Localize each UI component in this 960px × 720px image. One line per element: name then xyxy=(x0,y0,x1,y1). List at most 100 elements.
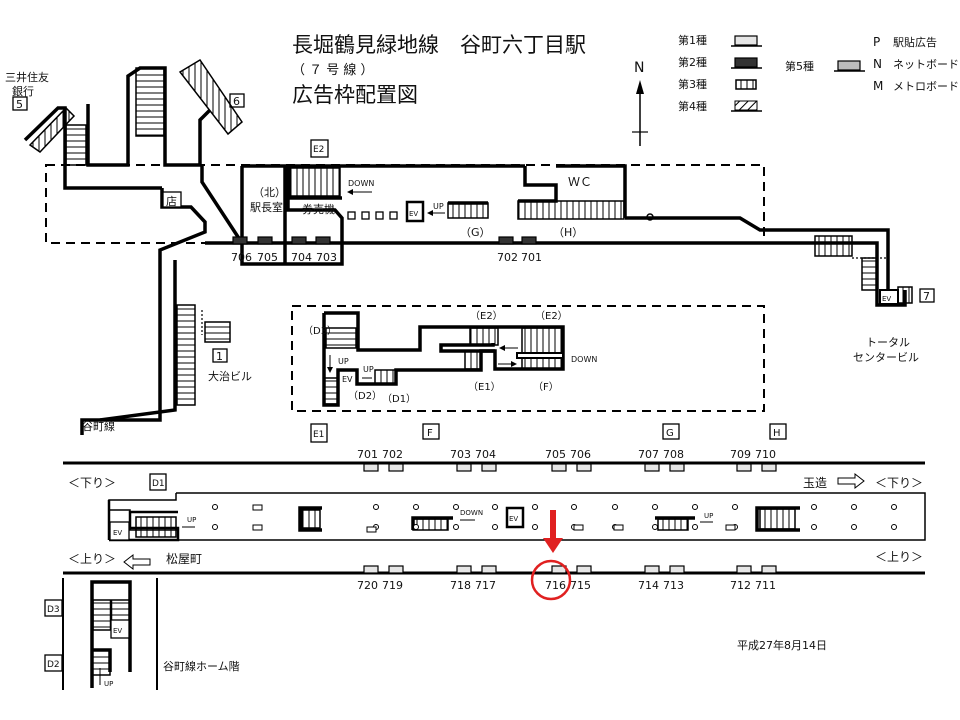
platform-elevator[interactable] xyxy=(109,521,130,541)
ad-705[interactable] xyxy=(257,236,273,245)
lower-up-label: UP xyxy=(104,680,113,688)
legend-code-m: M xyxy=(873,79,883,93)
exit-d2-box[interactable] xyxy=(44,654,63,672)
pillar xyxy=(732,504,738,510)
exit-e1-label: E1 xyxy=(313,430,324,440)
ad-label: 705 xyxy=(257,251,278,264)
ad-711[interactable] xyxy=(761,565,777,574)
exit-g-box[interactable] xyxy=(662,423,680,440)
board-marker xyxy=(252,524,263,531)
ad-715[interactable] xyxy=(576,565,592,574)
up-label-2: UP xyxy=(704,512,713,520)
ad-704[interactable] xyxy=(481,463,497,472)
exit-e2[interactable]: E2 xyxy=(310,139,329,158)
ad-label: 706 xyxy=(570,448,591,461)
e2-label: （E2） xyxy=(470,310,503,322)
exit-1-stairs xyxy=(176,304,196,406)
ad-701[interactable] xyxy=(363,463,379,472)
platform-elevator-2[interactable] xyxy=(505,506,525,529)
ad-701[interactable] xyxy=(521,236,537,245)
platform-pillars xyxy=(212,504,897,533)
board-marker xyxy=(725,524,736,531)
ad-label: 703 xyxy=(316,251,337,264)
exit-7[interactable]: 7 トータル センタービル xyxy=(853,288,935,364)
transfer-dashed-area xyxy=(291,305,765,412)
map-title: 長堀鶴見緑地線 谷町六丁目駅 xyxy=(292,33,586,57)
ad-702[interactable] xyxy=(388,463,404,472)
exit-1-box xyxy=(212,348,228,363)
compass-label: N xyxy=(634,60,644,76)
concourse-stairs-down xyxy=(289,167,341,197)
tamatsukuri-label: 玉造 xyxy=(803,476,827,490)
pillar xyxy=(532,504,538,510)
exit-h-box[interactable] xyxy=(769,423,787,440)
up-label: UP xyxy=(338,357,349,366)
exit-1-number: 1 xyxy=(216,350,223,363)
platform-labels: ＜下り＞ D1 玉造 ＜下り＞ ＜上り＞ 松屋町 ＜上り＞ xyxy=(68,472,923,571)
pillar xyxy=(453,524,459,530)
legend-label-p: 駅貼広告 xyxy=(893,35,937,49)
ad-label: 711 xyxy=(755,579,776,592)
exit-d1-box[interactable] xyxy=(149,473,167,491)
elevator-label: EV xyxy=(409,210,418,218)
stair-g-label: （G） xyxy=(460,226,491,239)
pillar xyxy=(413,524,419,530)
up-label: UP xyxy=(433,202,444,211)
exit-5[interactable]: 三井住友 銀行 5 xyxy=(5,70,49,111)
date-label: 平成27年8月14日 xyxy=(737,638,827,652)
ad-label: 715 xyxy=(570,579,591,592)
exit-7-name-2: センタービル xyxy=(853,351,919,364)
ad-label: 713 xyxy=(663,579,684,592)
type2-ad-icon xyxy=(734,57,758,68)
ad-707[interactable] xyxy=(644,463,660,472)
ad-706[interactable] xyxy=(576,463,592,472)
pillar xyxy=(492,504,498,510)
exit-6[interactable]: 6 xyxy=(229,93,245,108)
down-label: DOWN xyxy=(571,355,597,364)
exit-1[interactable]: 1 大治ビル 谷町線 xyxy=(82,304,252,433)
ad-718[interactable] xyxy=(456,565,472,574)
concourse-stairs-up xyxy=(447,202,489,219)
pillar xyxy=(891,504,897,510)
exit-7-box xyxy=(919,288,935,303)
ad-712[interactable] xyxy=(736,565,752,574)
e2-label-2: （E2） xyxy=(535,310,568,322)
pillar xyxy=(212,504,218,510)
ad-708[interactable] xyxy=(669,463,685,472)
pillar xyxy=(652,524,658,530)
exit-e1-box[interactable] xyxy=(310,423,328,443)
pillar xyxy=(492,524,498,530)
station-office-label-2: 駅長室 xyxy=(250,200,283,214)
ad-703[interactable] xyxy=(315,236,331,245)
ad-717[interactable] xyxy=(481,565,497,574)
pillar xyxy=(413,504,419,510)
ad-714[interactable] xyxy=(644,565,660,574)
ad-709[interactable] xyxy=(736,463,752,472)
ad-713[interactable] xyxy=(669,565,685,574)
ad-label: 708 xyxy=(663,448,684,461)
ad-720[interactable] xyxy=(363,565,379,574)
exit-1-name: 大治ビル xyxy=(208,369,252,383)
highlight-circle xyxy=(530,559,572,601)
f-label: （F） xyxy=(533,381,559,393)
legend: 第1種 第2種 第3種 第4種 第5種 P 駅貼広告 N ネットボード M メト… xyxy=(678,33,959,113)
pillar xyxy=(652,504,658,510)
ad-label: 707 xyxy=(638,448,659,461)
ad-710[interactable] xyxy=(761,463,777,472)
ad-706[interactable] xyxy=(232,236,248,245)
ad-703[interactable] xyxy=(456,463,472,472)
ad-719[interactable] xyxy=(388,565,404,574)
type1-ad-icon xyxy=(734,35,758,46)
ad-label: 716 xyxy=(545,579,566,592)
ad-704[interactable] xyxy=(291,236,307,245)
lower-elevator[interactable] xyxy=(110,619,130,639)
exit-d3-box[interactable] xyxy=(44,599,63,617)
ad-label: 702 xyxy=(497,251,518,264)
ad-702[interactable] xyxy=(498,236,514,245)
ad-705[interactable] xyxy=(551,463,567,472)
exit-f-box[interactable] xyxy=(422,423,440,440)
shop-label: 店 xyxy=(166,194,177,208)
legend-type5: 第5種 xyxy=(785,59,814,73)
elevator[interactable] xyxy=(405,200,425,223)
